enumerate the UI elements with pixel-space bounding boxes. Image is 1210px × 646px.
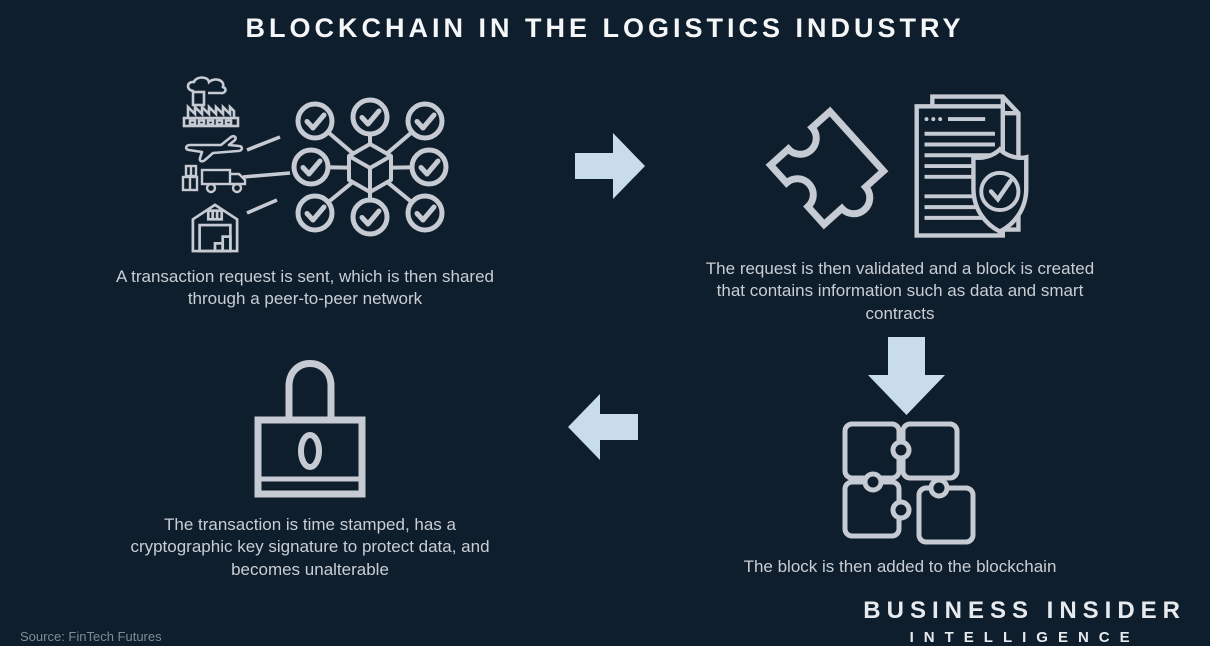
validated-block-document-icon (903, 86, 1038, 248)
warehouse-icon (190, 200, 240, 254)
blockchain-puzzle-pieces-icon (833, 416, 983, 548)
step2-caption: The request is then validated and a bloc… (705, 259, 1095, 323)
connection-lines (242, 132, 296, 218)
source-credit: Source: FinTech Futures (20, 629, 162, 644)
shield-check-icon (971, 146, 1029, 235)
airplane-icon (183, 134, 249, 164)
cube-icon (347, 142, 393, 194)
factory-icon (180, 76, 242, 130)
peer-to-peer-network-icon (290, 97, 450, 238)
brand-line1: BUSINESS INSIDER (863, 597, 1186, 624)
puzzle-piece-icon (752, 93, 902, 243)
arrow-down-icon (868, 337, 945, 415)
arrow-right-icon (575, 133, 645, 200)
padlock-icon (252, 344, 368, 500)
step4-caption: The transaction is time stamped, has a c… (130, 515, 490, 579)
infographic-title: BLOCKCHAIN IN THE LOGISTICS INDUSTRY (245, 13, 965, 43)
business-insider-intelligence-logo: BUSINESS INSIDER INTELLIGENCE (863, 597, 1186, 646)
step1-caption: A transaction request is sent, which is … (116, 267, 494, 309)
boxes-truck-icon (181, 162, 250, 194)
brand-line2: INTELLIGENCE (909, 629, 1140, 646)
arrow-left-icon (568, 394, 638, 461)
step3-caption: The block is then added to the blockchai… (743, 557, 1057, 576)
